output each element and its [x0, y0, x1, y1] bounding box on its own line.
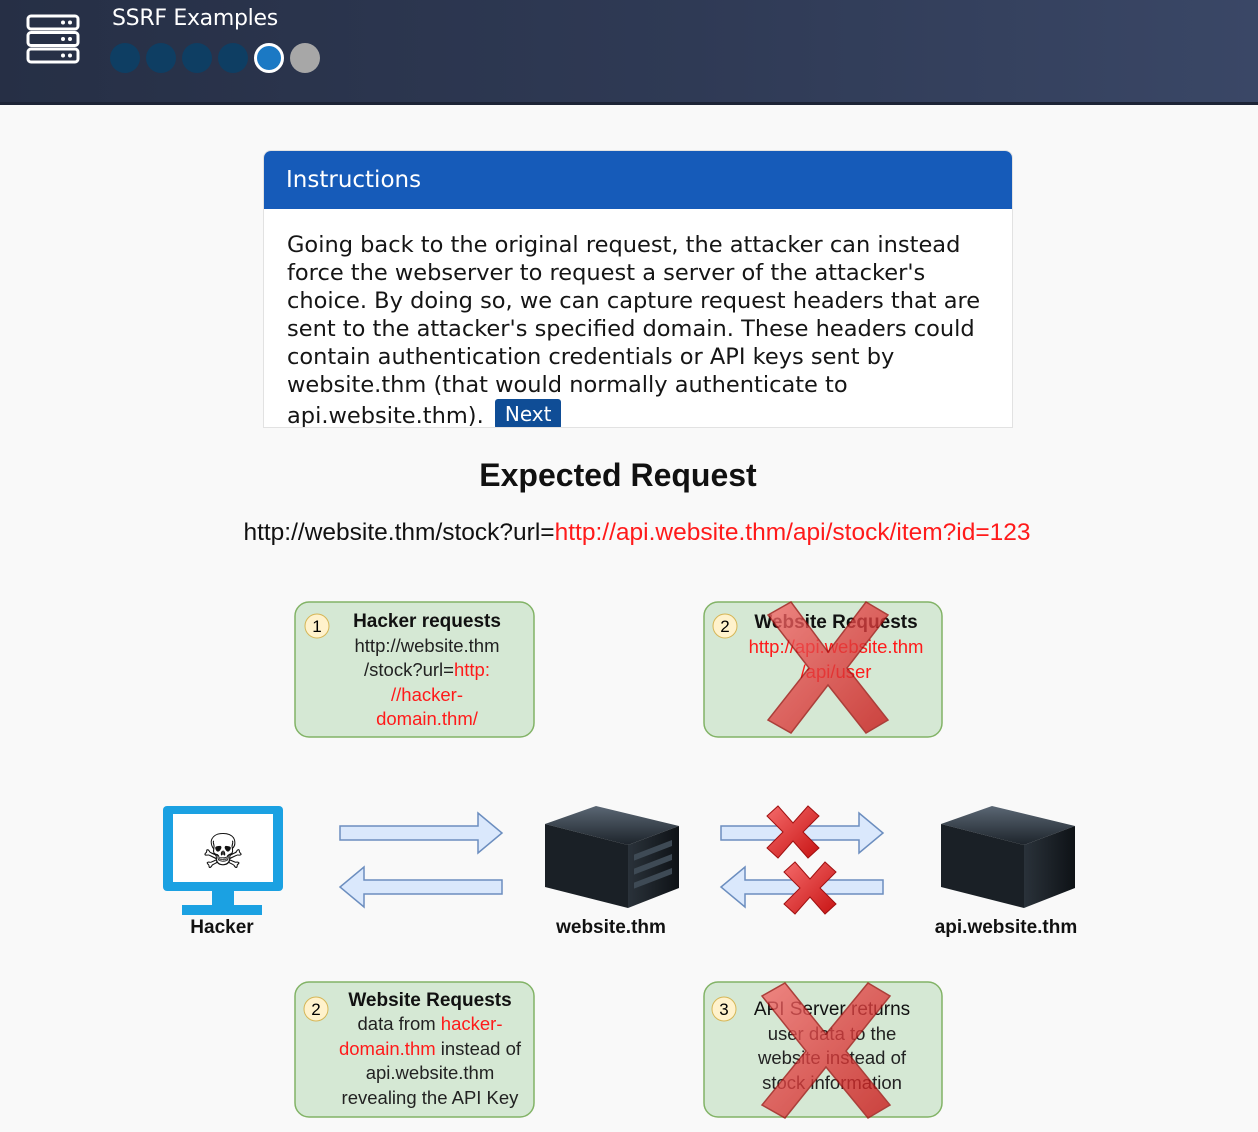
step-number: 2 [311, 1000, 320, 1019]
app-title: SSRF Examples [112, 6, 278, 31]
cross-icon [766, 601, 890, 734]
next-button[interactable]: Next [494, 399, 562, 427]
cross-icon [760, 982, 892, 1119]
text-fragment: hacker- [441, 1013, 503, 1034]
server-icon [26, 14, 80, 64]
step-line: domain.thm instead of [339, 1038, 522, 1059]
step-box-website-request-blocked: 2 Website Requests http://api.website.th… [703, 601, 943, 738]
step-line: revealing the API Key [342, 1087, 520, 1108]
url-base: http://website.thm/stock?url= [243, 519, 554, 546]
step-number: 3 [719, 1000, 728, 1019]
instructions-heading: Instructions [264, 151, 1012, 209]
step-2[interactable] [146, 43, 176, 73]
step-number: 1 [312, 617, 321, 636]
diagram-title: Expected Request [479, 457, 757, 493]
website-server-icon [545, 806, 679, 908]
step-3[interactable] [182, 43, 212, 73]
text-fragment: http: [454, 659, 490, 680]
url-param: http://api.website.thm/api/stock/item?id… [555, 519, 1031, 546]
api-server-icon [941, 806, 1075, 908]
step-line: /stock?url=http: [364, 659, 490, 680]
step-line: http://website.thm [355, 635, 500, 656]
skull-icon: ☠ [201, 824, 244, 880]
step-line: //hacker- [391, 684, 463, 705]
step-box-hacker-request: 1 Hacker requests http://website.thm /st… [294, 601, 535, 738]
cross-icon [783, 861, 837, 915]
text-fragment: domain.thm [339, 1038, 436, 1059]
step-title: Hacker requests [353, 611, 501, 632]
step-6[interactable] [290, 43, 320, 73]
top-bar: SSRF Examples [0, 0, 1258, 105]
step-4[interactable] [218, 43, 248, 73]
step-number: 2 [720, 617, 729, 636]
instructions-card: Instructions Going back to the original … [263, 150, 1013, 428]
hacker-computer-icon: ☠ [163, 806, 283, 915]
text-fragment: /stock?url= [364, 659, 454, 680]
arrow-right-icon [339, 811, 504, 855]
svg-text:☠: ☠ [201, 824, 244, 880]
text-fragment: data from [358, 1013, 441, 1034]
step-5-current[interactable] [254, 43, 284, 73]
step-line: domain.thm/ [376, 708, 479, 729]
node-label-hacker: Hacker [190, 917, 254, 938]
step-box-website-request-hacker: 2 Website Requests data from hacker- dom… [294, 981, 535, 1118]
step-1[interactable] [110, 43, 140, 73]
cross-icon [766, 805, 820, 859]
arrow-left-icon [338, 865, 503, 909]
instructions-text: Going back to the original request, the … [287, 232, 981, 428]
progress-steps [110, 43, 320, 73]
node-label-api: api.website.thm [935, 917, 1078, 938]
text-fragment: instead of [436, 1038, 522, 1059]
step-title: Website Requests [348, 990, 511, 1011]
step-line: api.website.thm [366, 1062, 495, 1083]
node-label-website: website.thm [555, 917, 666, 938]
expected-url: http://website.thm/stock?url=http://api.… [243, 519, 1030, 546]
ssrf-diagram: Expected Request http://website.thm/stoc… [0, 440, 1258, 1132]
step-line: data from hacker- [358, 1013, 503, 1034]
step-box-api-returns-blocked: 3 API Server returns user data to the we… [703, 981, 943, 1119]
instructions-body: Going back to the original request, the … [264, 209, 1012, 428]
